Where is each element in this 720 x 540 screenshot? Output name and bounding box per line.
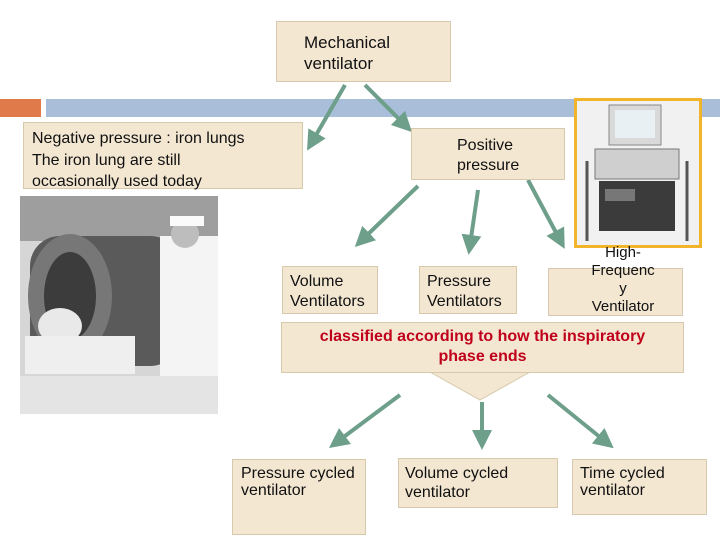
node-volume-cycled: Volume cycled ventilator (398, 458, 558, 508)
node-high-frequency-label: High- Frequenc y Ventilator (591, 244, 655, 315)
accent-bar-orange (0, 99, 41, 117)
node-positive-pressure: Positive pressure (411, 128, 565, 180)
arrow-positive-to-volume (354, 184, 420, 247)
arrow-to-pressure-cycled (328, 393, 402, 448)
iron-lung-photo (20, 196, 218, 414)
node-volume-ventilators: Volume Ventilators (282, 266, 378, 314)
node-pressure-cycled: Pressure cycled ventilator (232, 459, 366, 535)
node-pressure-ventilators: Pressure Ventilators (419, 266, 517, 314)
high-frequency-ventilator-photo (574, 98, 702, 248)
classified-pointer (428, 371, 532, 401)
node-classified: classified according to how the inspirat… (281, 322, 684, 373)
node-time-cycled: Time cycled ventilator (572, 459, 707, 515)
arrow-to-time-cycled (546, 393, 614, 449)
node-negative-pressure: Negative pressure : iron lungs The iron … (23, 122, 303, 190)
node-mechanical-ventilator: Mechanical ventilator (276, 21, 451, 82)
arrow-positive-to-hf (526, 179, 565, 249)
accent-bar-blue (46, 99, 720, 117)
hf-box-fill (548, 268, 683, 316)
arrow-root-to-negative (306, 83, 347, 151)
arrow-root-to-positive (363, 83, 413, 133)
arrow-positive-to-pressure (461, 189, 482, 255)
